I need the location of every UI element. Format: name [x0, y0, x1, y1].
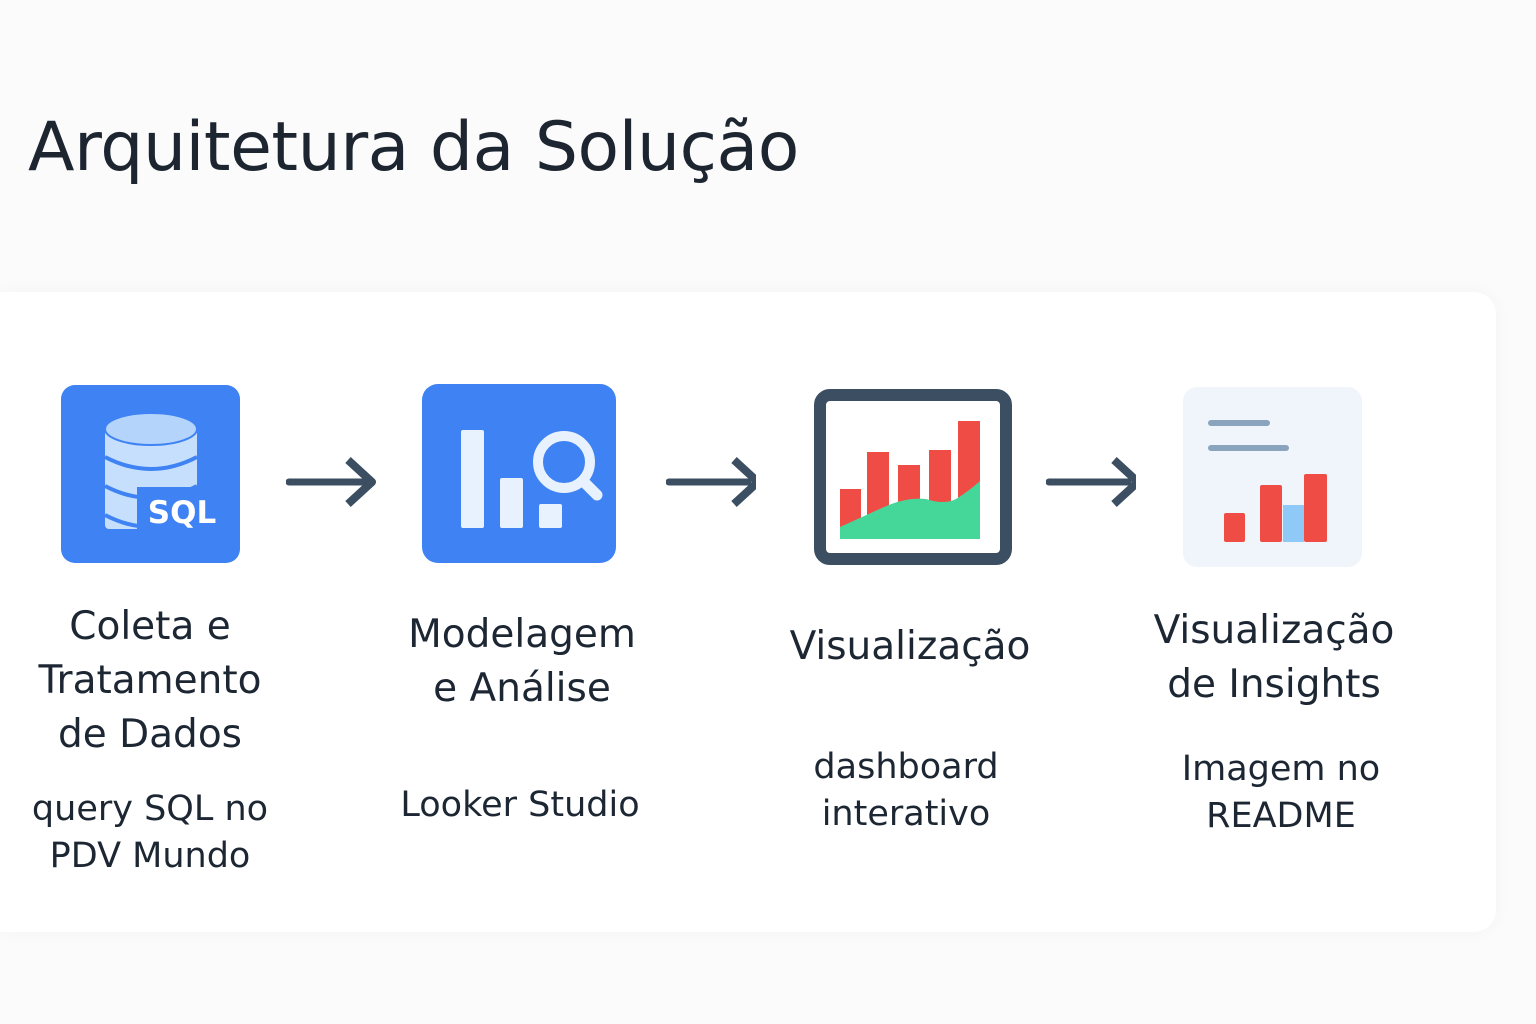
flow-arrow-1	[286, 457, 376, 507]
bar-chart-search-icon	[422, 384, 616, 563]
report-chart-icon	[1183, 387, 1362, 567]
step-4-subtitle: Imagem no README	[1181, 749, 1381, 836]
step-1-title: Coleta e Tratamento de Dados	[38, 604, 262, 757]
sql-icon-label: SQL	[148, 495, 216, 531]
step-1-subtitle: query SQL no PDV Mundo	[31, 789, 269, 876]
dashboard-chart-icon	[814, 389, 1012, 565]
database-sql-icon: SQL	[61, 385, 240, 563]
step-3-title: Visualização	[789, 624, 1031, 669]
step-2-title: Modelagem e Análise	[408, 612, 636, 711]
step-2-subtitle: Looker Studio	[400, 785, 640, 825]
step-3-subtitle: dashboard interativo	[813, 747, 999, 834]
flow-arrow-3	[1046, 457, 1136, 507]
flow-arrow-2	[666, 457, 756, 507]
step-4-title: Visualização de Insights	[1153, 608, 1395, 707]
page-title: Arquitetura da Solução	[28, 108, 799, 187]
